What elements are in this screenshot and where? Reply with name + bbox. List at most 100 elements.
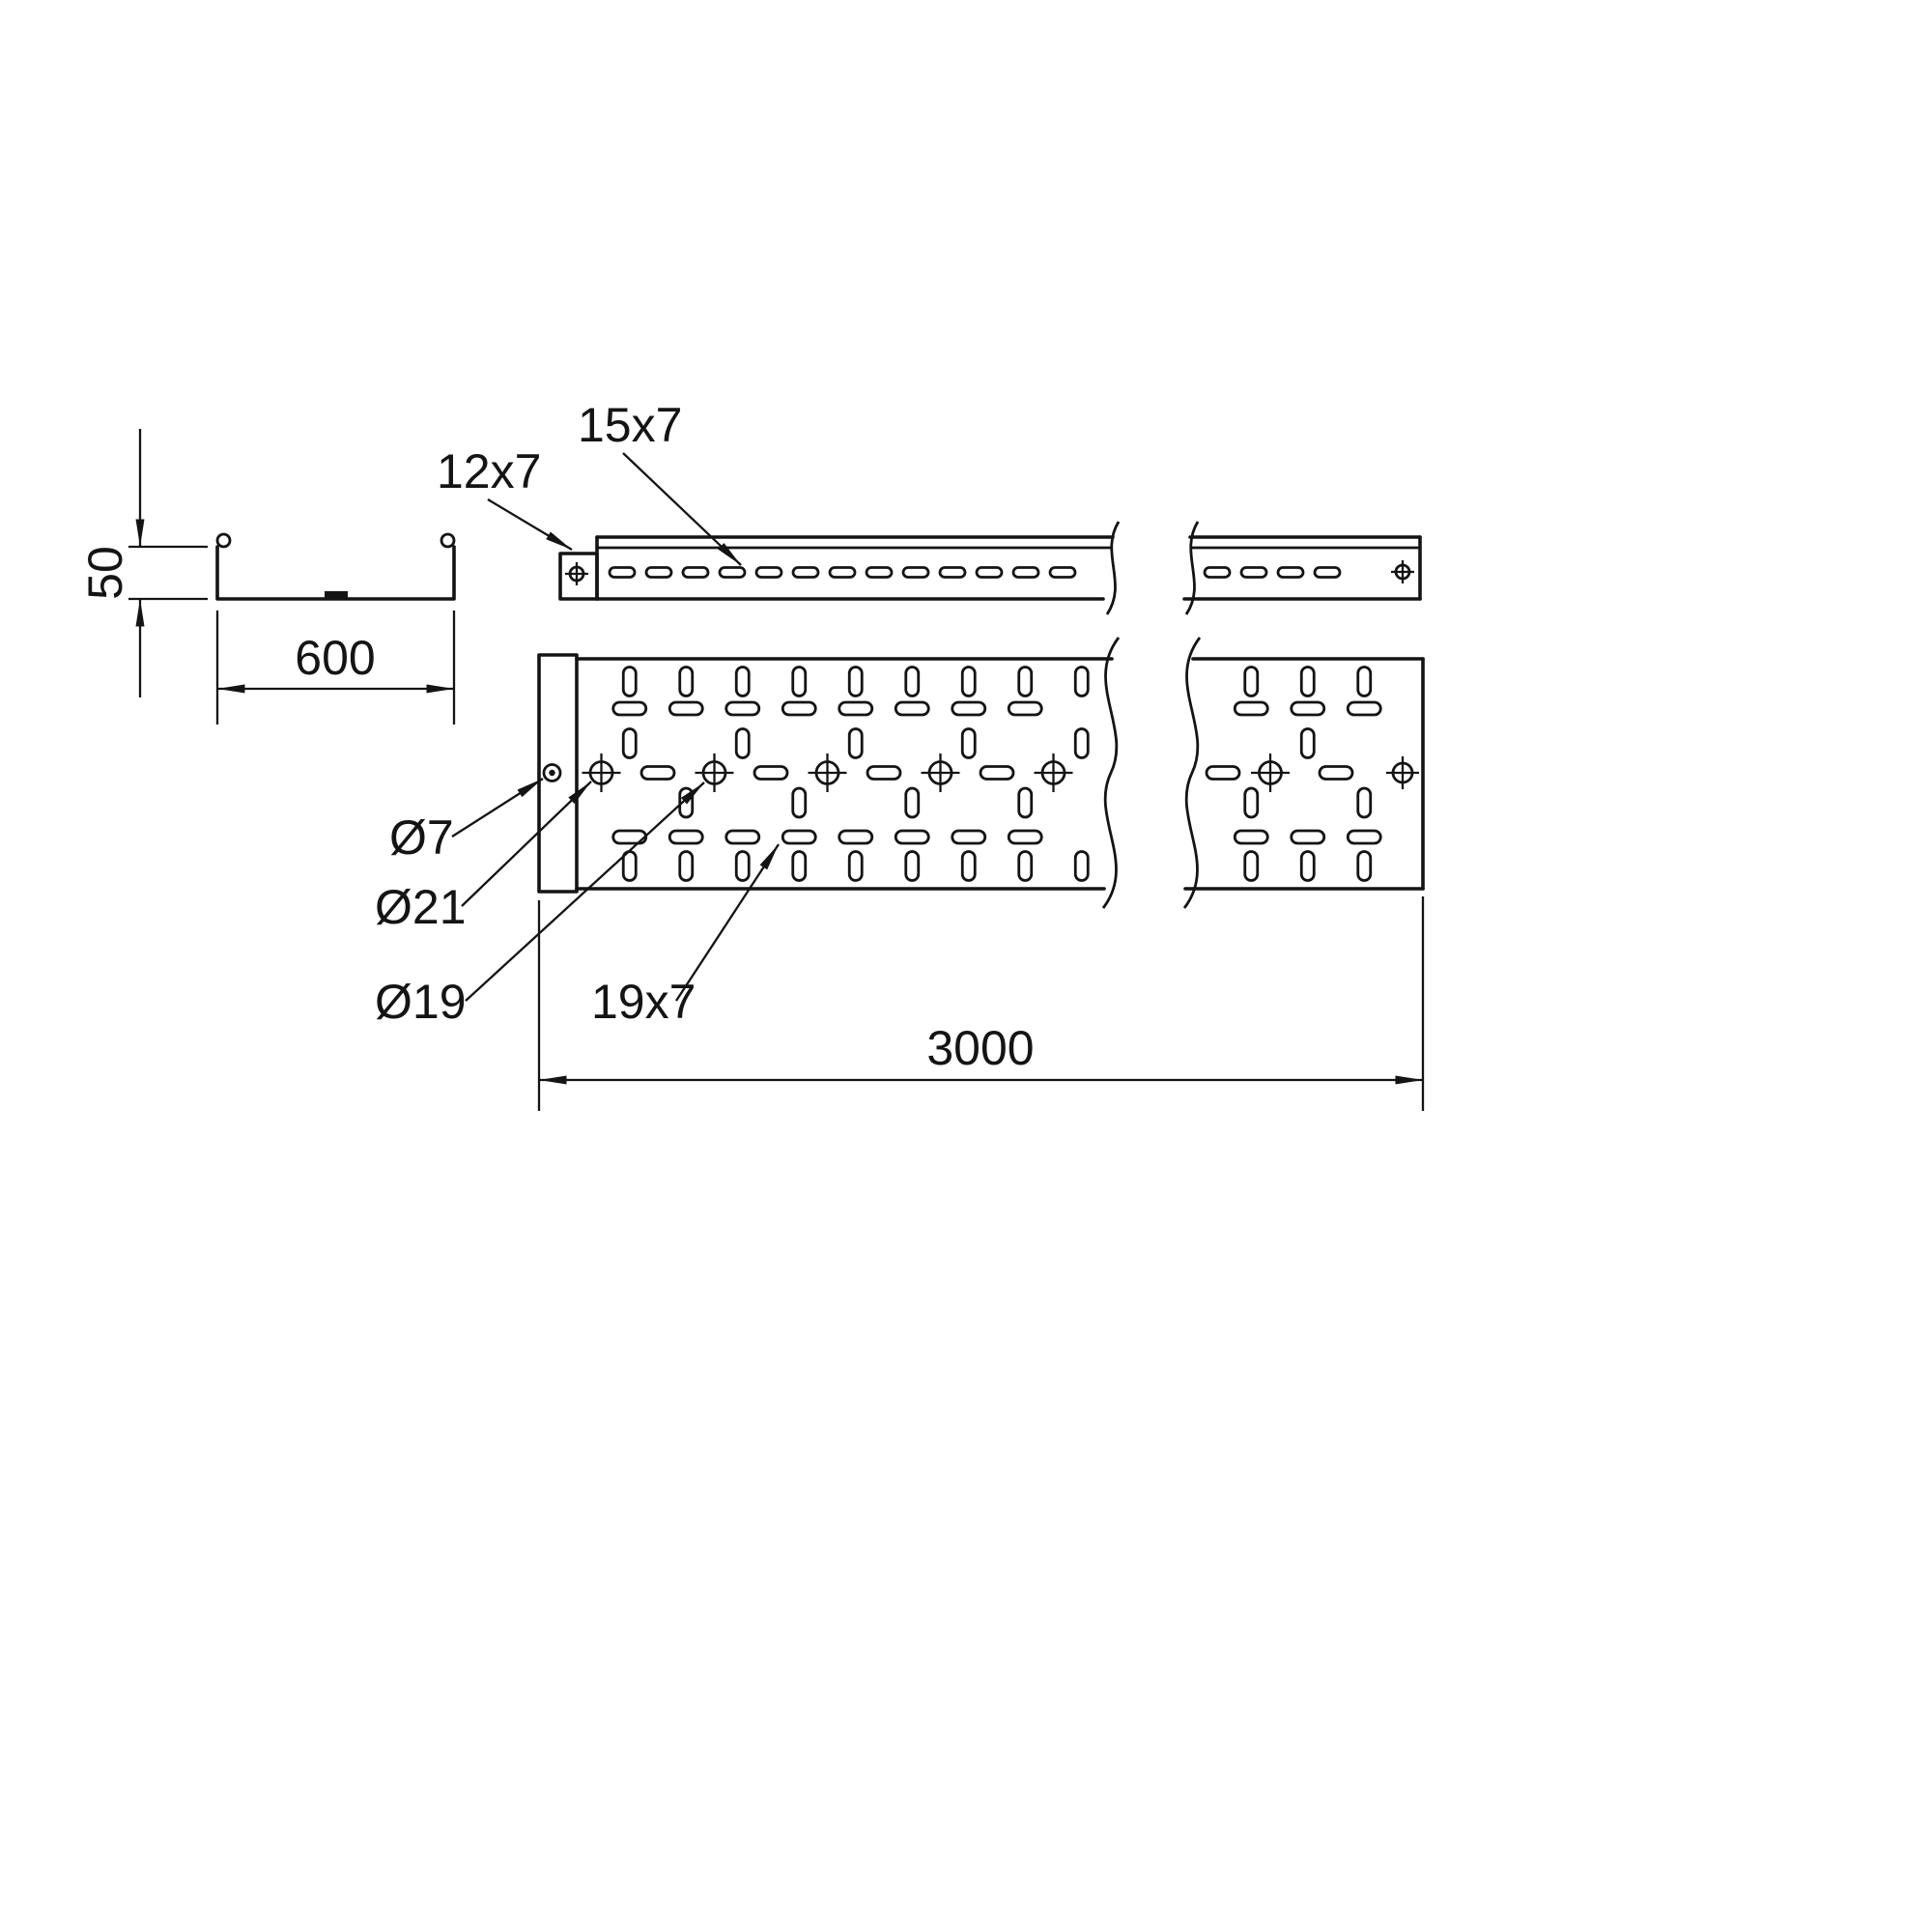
side-slot bbox=[718, 566, 747, 579]
side-view bbox=[558, 521, 1422, 615]
dimension-length: 3000 bbox=[537, 896, 1425, 1111]
label-19x7: 19x7 bbox=[591, 975, 696, 1029]
side-view-labels: 12x7 15x7 bbox=[437, 398, 742, 566]
label-15x7: 15x7 bbox=[578, 398, 682, 452]
tray-slot bbox=[1356, 666, 1373, 697]
break-line bbox=[1105, 521, 1121, 615]
tray-slot bbox=[668, 829, 704, 845]
leader-line bbox=[465, 781, 705, 1002]
tray-slot bbox=[753, 765, 789, 781]
label-d21: Ø21 bbox=[375, 880, 467, 934]
dim-width-label: 600 bbox=[295, 631, 375, 685]
tray-slot bbox=[951, 829, 987, 845]
tray-slot bbox=[1073, 666, 1090, 697]
tray-slot bbox=[1299, 666, 1316, 697]
tray-slot bbox=[838, 829, 874, 845]
side-slot bbox=[1203, 566, 1232, 579]
tray-slot bbox=[847, 850, 864, 882]
plan-view-labels: Ø7 Ø21 Ø19 19x7 bbox=[375, 778, 780, 1029]
tray-slot bbox=[1007, 700, 1043, 717]
tray-slot bbox=[734, 666, 751, 697]
tray-slot bbox=[1017, 786, 1034, 819]
side-slot bbox=[938, 566, 967, 579]
side-slot bbox=[975, 566, 1004, 579]
profile-center-tab bbox=[325, 591, 348, 599]
tray-slot bbox=[1318, 765, 1354, 781]
side-slot bbox=[791, 566, 820, 579]
tray-slot bbox=[1233, 829, 1269, 845]
dim-height-label: 50 bbox=[78, 546, 132, 600]
tray-slot bbox=[639, 765, 676, 781]
label-12x7: 12x7 bbox=[437, 444, 541, 498]
side-slot bbox=[1313, 566, 1342, 579]
tray-slot bbox=[668, 700, 704, 717]
tray-slot bbox=[1073, 727, 1090, 759]
tray-slot bbox=[791, 666, 808, 697]
connector-plate-side bbox=[558, 552, 599, 601]
tray-slot bbox=[979, 765, 1015, 781]
hole-end-plate bbox=[542, 763, 562, 782]
tray-slot bbox=[1243, 786, 1260, 819]
side-slot bbox=[1239, 566, 1268, 579]
tray-slot bbox=[1017, 666, 1034, 697]
tray-slot bbox=[678, 666, 695, 697]
break-line bbox=[1101, 637, 1121, 909]
tray-slot bbox=[904, 666, 921, 697]
tray-slot bbox=[791, 786, 808, 819]
leader-line bbox=[451, 778, 544, 838]
tray-slot bbox=[781, 829, 817, 845]
hole-end-plate-center bbox=[549, 769, 555, 777]
side-view-slots bbox=[608, 566, 1342, 579]
side-slot bbox=[754, 566, 783, 579]
leader-line bbox=[675, 843, 780, 1002]
profile-curl-left bbox=[215, 532, 232, 549]
tray-slot bbox=[791, 850, 808, 882]
dimension-width: 600 bbox=[215, 611, 456, 724]
tray-slot bbox=[1073, 850, 1090, 882]
connector-plate-plan bbox=[537, 653, 579, 894]
side-slot bbox=[828, 566, 857, 579]
tray-slot bbox=[1243, 850, 1260, 882]
break-line bbox=[1184, 521, 1200, 615]
tray-slot bbox=[838, 700, 874, 717]
tray-slot bbox=[1356, 850, 1373, 882]
dimension-height: 50 bbox=[78, 429, 208, 697]
profile-curl-right bbox=[440, 532, 456, 549]
tray-slot bbox=[621, 727, 638, 759]
tray-slot bbox=[904, 850, 921, 882]
leader-line bbox=[461, 781, 592, 907]
cross-section-view bbox=[215, 532, 456, 601]
plan-view-slots bbox=[611, 666, 1382, 882]
side-view-holes bbox=[565, 560, 1414, 585]
tray-slot bbox=[1243, 666, 1260, 697]
tray-slot bbox=[734, 727, 751, 759]
tray-slot bbox=[1356, 786, 1373, 819]
leader-line bbox=[622, 452, 742, 566]
tray-slot bbox=[724, 700, 761, 717]
tray-slot bbox=[894, 700, 930, 717]
tray-slot bbox=[960, 727, 977, 759]
tray-slot bbox=[781, 700, 817, 717]
tray-slot bbox=[1290, 700, 1326, 717]
tray-slot bbox=[1346, 829, 1382, 845]
tray-slot bbox=[611, 700, 648, 717]
tray-slot bbox=[904, 786, 921, 819]
tray-slot bbox=[1299, 727, 1316, 759]
label-d19: Ø19 bbox=[375, 975, 467, 1029]
tray-slot bbox=[894, 829, 930, 845]
tray-slot bbox=[1017, 850, 1034, 882]
side-slot bbox=[1011, 566, 1040, 579]
plan-view-holes bbox=[542, 753, 1419, 792]
side-slot bbox=[1048, 566, 1077, 579]
tray-slot bbox=[960, 850, 977, 882]
tray-slot bbox=[847, 666, 864, 697]
tray-slot bbox=[1346, 700, 1382, 717]
tray-profile bbox=[215, 545, 456, 601]
tray-slot bbox=[1007, 829, 1043, 845]
tray-slot bbox=[960, 666, 977, 697]
dim-length-label: 3000 bbox=[926, 1021, 1034, 1075]
tray-slot bbox=[678, 850, 695, 882]
tray-slot bbox=[1233, 700, 1269, 717]
